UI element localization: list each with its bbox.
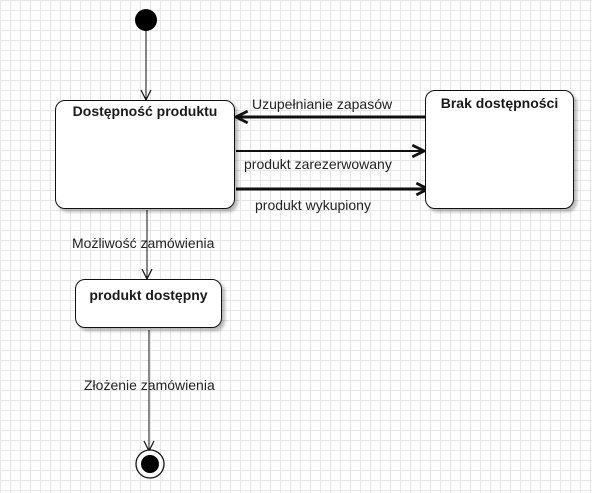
label-zlozenie: Złożenie zamówienia [84,377,215,393]
state-title: produkt dostępny [89,287,208,303]
label-zarezerwowany: produkt zarezerwowany [244,156,392,172]
final-state[interactable] [135,449,165,479]
state-brak-dostepnosci[interactable]: Brak dostępności [425,90,574,209]
state-dostepnosc-produktu[interactable]: Dostępność produktu [55,100,235,209]
state-title: Brak dostępności [440,95,559,111]
label-uzupelnianie: Uzupełnianie zapasów [252,96,393,112]
state-produkt-dostepny[interactable]: produkt dostępny [75,279,222,328]
state-title: Dostępność produktu [72,103,218,119]
initial-state[interactable] [135,9,157,31]
label-mozliwosc: Możliwość zamówienia [72,235,215,251]
label-wykupiony: produkt wykupiony [255,197,371,213]
